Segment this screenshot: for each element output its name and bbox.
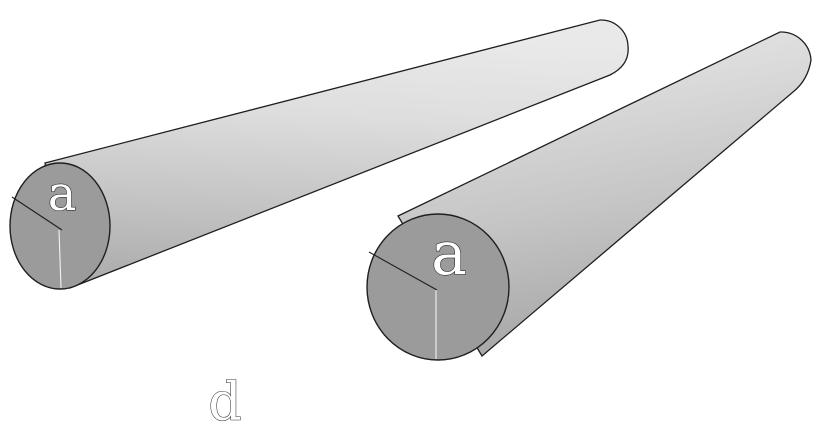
left-cylinder-body: [44, 19, 629, 289]
right-radius-line-horizontal: [368, 251, 438, 291]
left-cylinder: a: [9, 19, 629, 290]
left-radius-line-horizontal: [11, 196, 63, 231]
left-end-label: a: [48, 166, 77, 222]
right-cylinder-end-face: [366, 213, 510, 361]
left-radius-line-vertical: [58, 229, 62, 289]
left-cylinder-end-face: [9, 162, 111, 290]
separation-label: d: [208, 373, 241, 433]
right-end-label: a: [431, 219, 467, 289]
right-cylinder: a: [366, 31, 812, 361]
